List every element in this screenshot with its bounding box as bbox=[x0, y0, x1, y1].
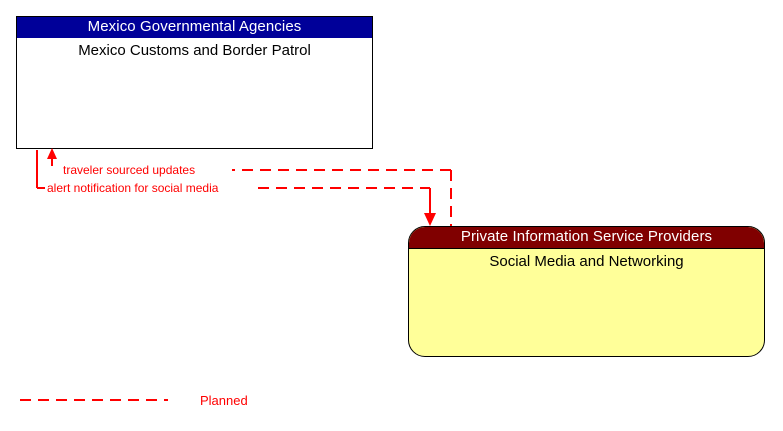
node-header-agency: Mexico Governmental Agencies bbox=[17, 17, 372, 38]
flow-label-alert-notification-for-social-media: alert notification for social media bbox=[45, 181, 221, 195]
node-title-agency: Mexico Customs and Border Patrol bbox=[78, 42, 311, 59]
flow-label-traveler-sourced-updates: traveler sourced updates bbox=[61, 163, 198, 177]
legend-dashed-line-sample bbox=[20, 399, 168, 401]
flow-traveler-arrowhead bbox=[47, 148, 57, 159]
node-title-social: Social Media and Networking bbox=[489, 253, 684, 270]
node-private-information-service-providers[interactable]: Private Information Service Providers So… bbox=[408, 226, 765, 357]
legend-label-planned: Planned bbox=[200, 393, 248, 408]
node-header-social: Private Information Service Providers bbox=[409, 227, 764, 249]
legend: Planned bbox=[18, 393, 278, 415]
node-mexico-governmental-agencies[interactable]: Mexico Governmental Agencies Mexico Cust… bbox=[16, 16, 373, 149]
flow-alert-arrowhead bbox=[424, 213, 436, 226]
